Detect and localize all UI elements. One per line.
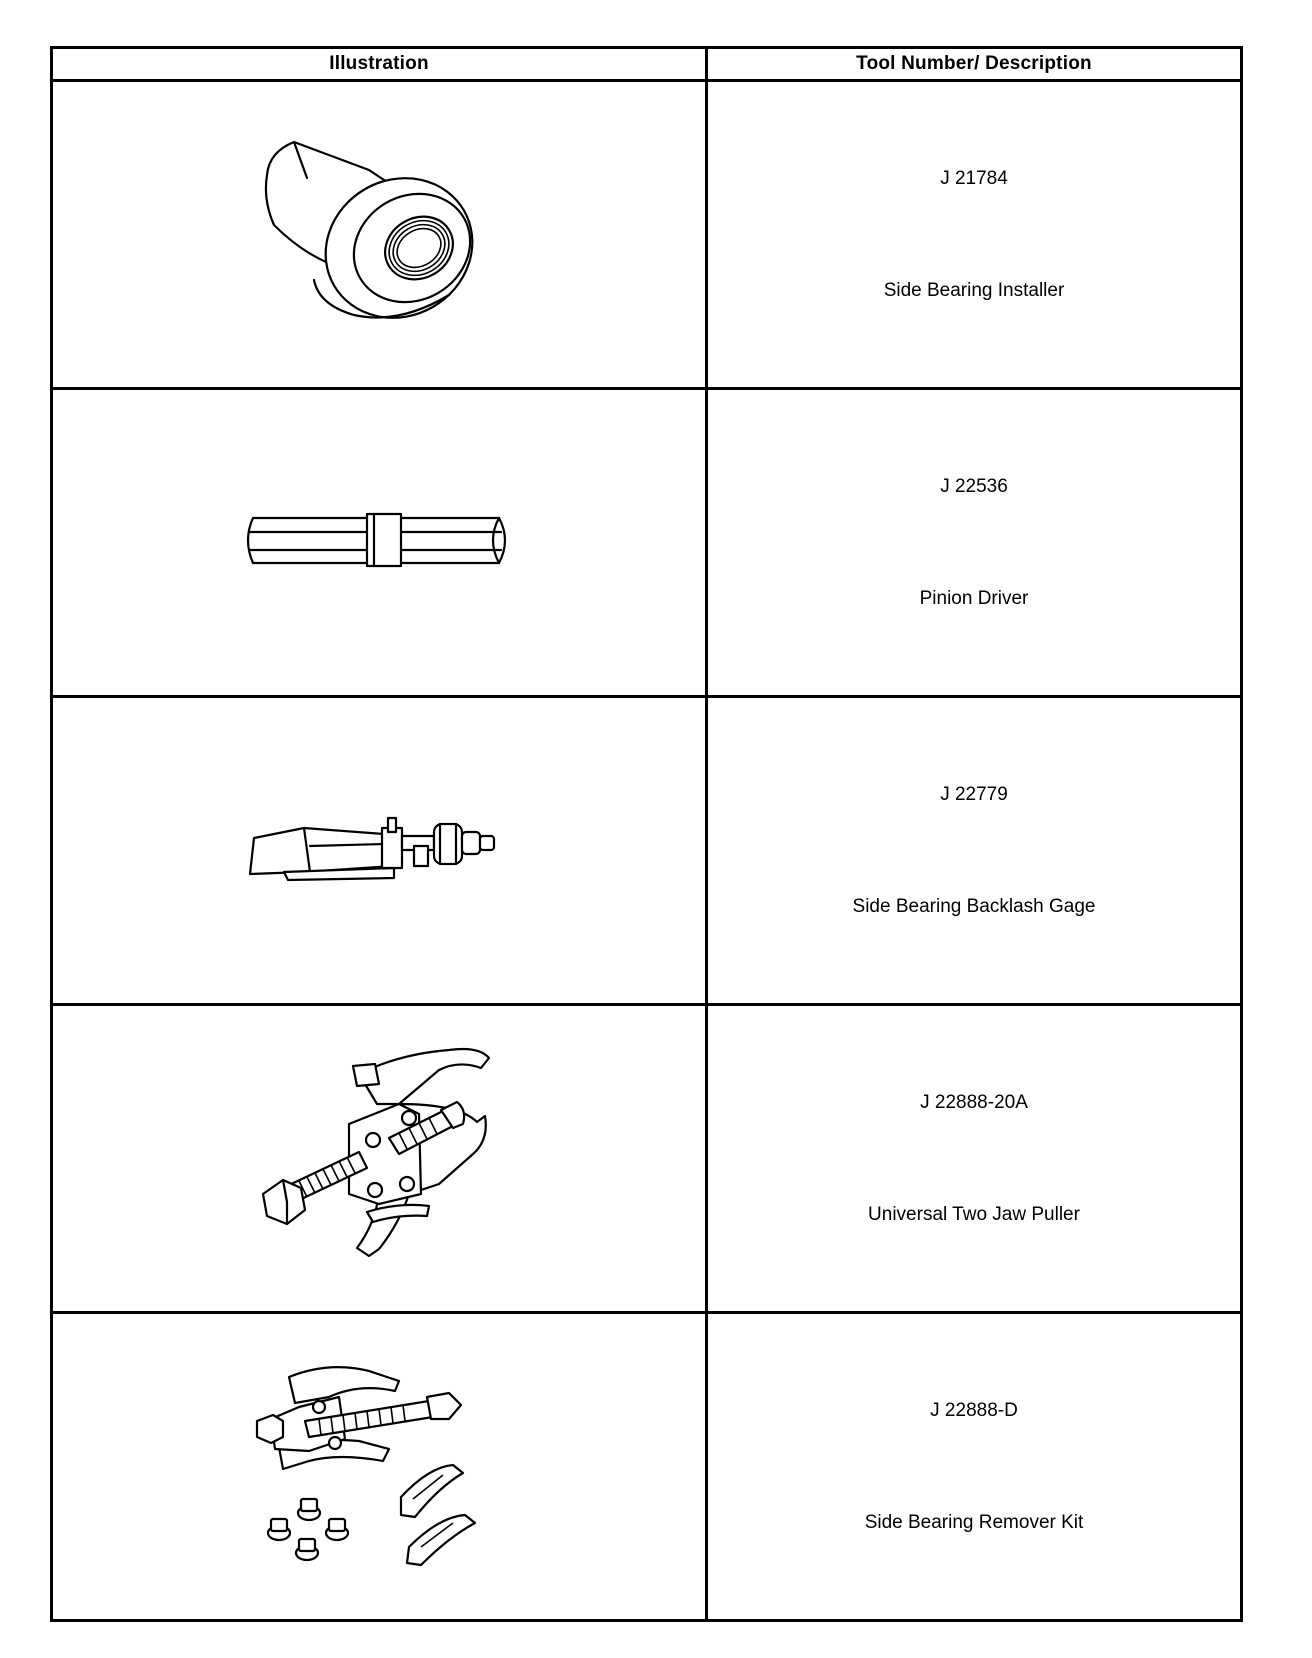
tool-cell: J 22888-20A Universal Two Jaw Puller (705, 1003, 1243, 1314)
tool-number: J 22888-20A (920, 1091, 1028, 1113)
header-tool-description: Tool Number/ Description (705, 46, 1243, 82)
illustration-cell (50, 387, 708, 698)
tool-description: Universal Two Jaw Puller (868, 1203, 1080, 1225)
tool-description: Side Bearing Remover Kit (864, 1511, 1084, 1533)
header-illustration: Illustration (50, 46, 708, 82)
side-bearing-installer-illustration (264, 140, 474, 319)
two-jaw-puller-illustration (261, 1047, 491, 1257)
tool-cell: J 22888-D Side Bearing Remover Kit (705, 1311, 1243, 1622)
table-row: J 22888-D Side Bearing Remover Kit (50, 1311, 1243, 1622)
pinion-driver-illustration (246, 512, 507, 567)
illustration-cell (50, 1003, 708, 1314)
tool-description: Pinion Driver (919, 587, 1029, 609)
tool-number: J 22779 (940, 783, 1008, 805)
tool-description: Side Bearing Backlash Gage (852, 895, 1096, 917)
backlash-gage-illustration (248, 816, 496, 881)
illustration-cell (50, 79, 708, 390)
tool-cell: J 21784 Side Bearing Installer (705, 79, 1243, 390)
table-row: J 22888-20A Universal Two Jaw Puller (50, 1003, 1243, 1314)
header-row: Illustration Tool Number/ Description (50, 46, 1243, 82)
illustration-cell (50, 1311, 708, 1622)
remover-kit-illustration (255, 1365, 477, 1566)
tool-description: Side Bearing Installer (883, 279, 1065, 301)
tool-cell: J 22779 Side Bearing Backlash Gage (705, 695, 1243, 1006)
tool-cell: J 22536 Pinion Driver (705, 387, 1243, 698)
table-row: J 22536 Pinion Driver (50, 387, 1243, 698)
illustration-cell (50, 695, 708, 1006)
table-row: J 22779 Side Bearing Backlash Gage (50, 695, 1243, 1006)
table-row: J 21784 Side Bearing Installer (50, 79, 1243, 390)
tool-number: J 22888-D (930, 1399, 1018, 1421)
special-tools-table: Illustration Tool Number/ Description (50, 46, 1243, 1622)
tool-number: J 22536 (940, 475, 1008, 497)
tool-number: J 21784 (940, 167, 1008, 189)
